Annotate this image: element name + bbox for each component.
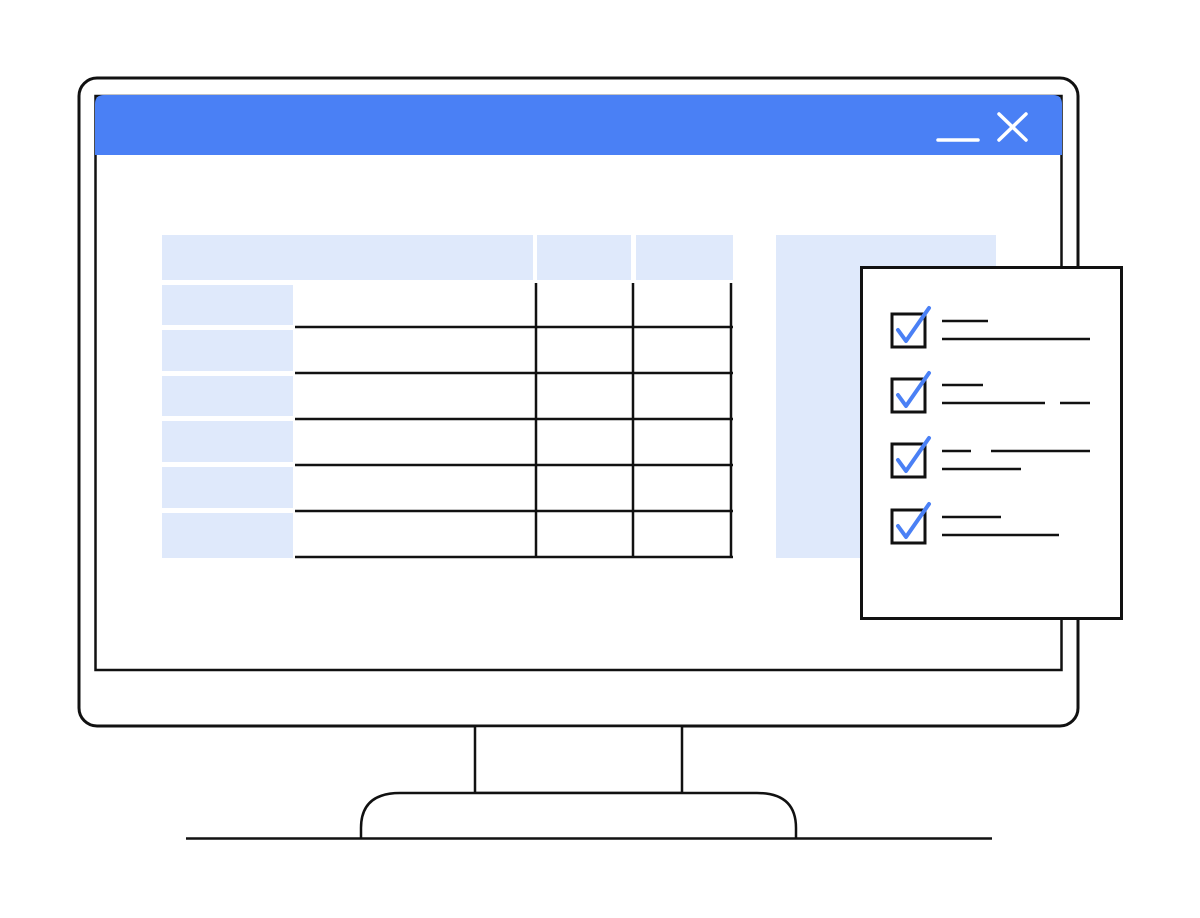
monitor-neck xyxy=(473,724,684,795)
row-label-cell xyxy=(162,513,293,558)
row-label-cell xyxy=(162,330,293,371)
row-label-cell xyxy=(162,421,293,462)
close-icon[interactable] xyxy=(997,112,1028,142)
header-cell xyxy=(537,235,631,280)
row-label-cell xyxy=(162,285,293,325)
row-label-cell xyxy=(162,376,293,416)
checkmark-icon xyxy=(896,306,931,343)
header-cell xyxy=(162,235,533,280)
checklist-item xyxy=(890,371,1090,414)
checklist xyxy=(890,306,1090,545)
window-title-bar xyxy=(95,95,1062,155)
checklist-item xyxy=(890,502,1059,545)
header-cell xyxy=(636,235,733,280)
checklist-item xyxy=(890,306,1090,349)
checklist-item xyxy=(890,436,1090,479)
checkmark-icon xyxy=(896,371,931,408)
spreadsheet-table xyxy=(162,235,733,559)
checkmark-icon xyxy=(896,436,931,473)
row-label-cell xyxy=(162,467,293,508)
monitor-base xyxy=(359,791,798,838)
checkmark-icon xyxy=(896,502,931,539)
